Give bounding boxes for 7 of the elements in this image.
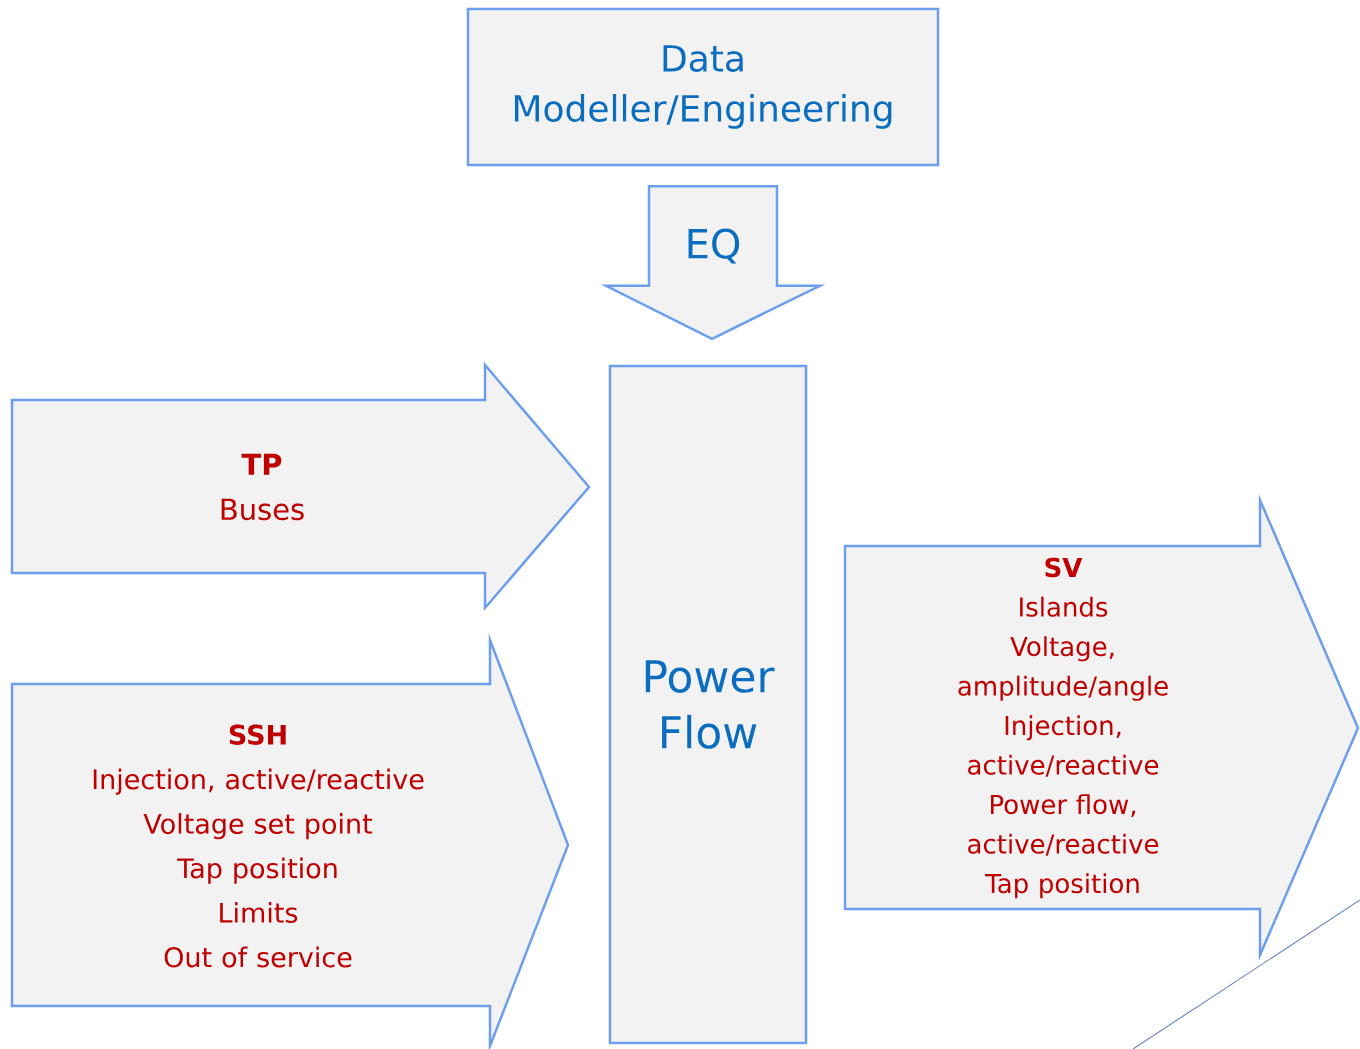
edge-label: EQ <box>682 226 744 266</box>
pointed-box: SV Islands Voltage, amplitude/angle Injection, active/reactive Power flow, active/reactive Tap position <box>843 493 1360 962</box>
pointed-box: SSH Injection, active/reactive Voltage set point Tap position Limits Out of service <box>10 633 570 1049</box>
pointed-box: TP Buses <box>10 361 591 612</box>
process-box: Data Modeller/Engineering <box>466 7 940 167</box>
block-arrow <box>600 185 826 341</box>
process-box: Power Flow <box>608 364 808 1045</box>
